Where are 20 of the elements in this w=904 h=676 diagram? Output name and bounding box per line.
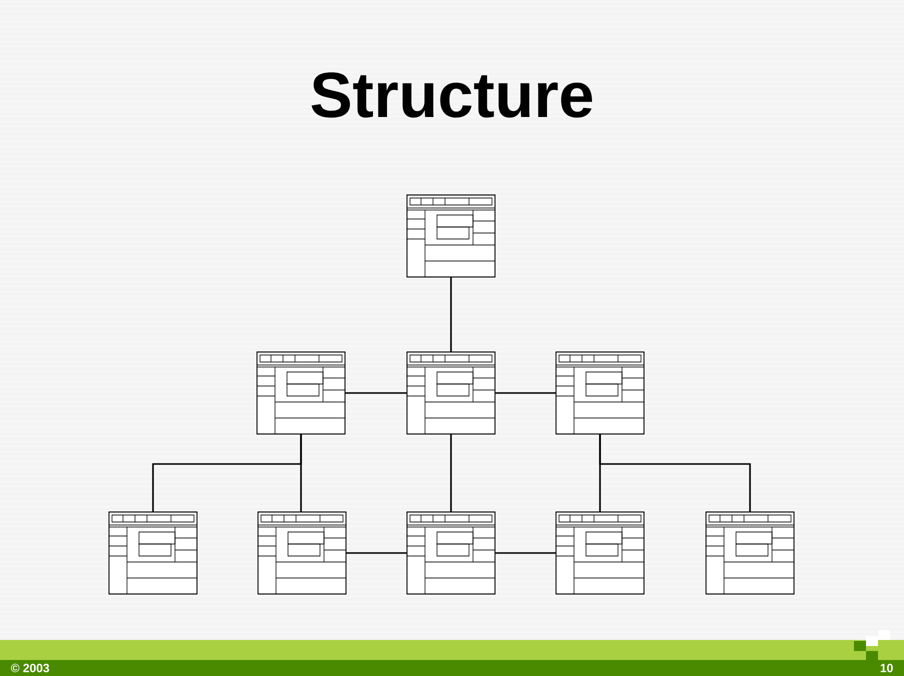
connector-line	[495, 392, 556, 394]
page-wireframe-drawing	[406, 512, 496, 594]
connector-line	[300, 434, 302, 512]
page-wireframe-drawing	[108, 512, 198, 594]
page-wireframe-drawing	[256, 352, 346, 434]
slide-title: Structure	[312, 72, 592, 118]
page-number: 10	[880, 664, 893, 672]
page-wireframe-drawing	[706, 512, 794, 594]
connector-line	[450, 277, 452, 352]
connector-line	[599, 434, 751, 512]
page-wireframe-drawing	[406, 194, 496, 278]
connector-line	[450, 434, 452, 512]
page-wireframe-drawing	[258, 512, 346, 594]
connector-line	[346, 552, 407, 554]
connector-line	[345, 392, 407, 394]
page-wireframe-drawing	[406, 352, 496, 434]
page-wireframe-drawing	[556, 352, 644, 434]
copyright-note: © 2003	[10, 664, 50, 672]
page-wireframe-drawing	[556, 512, 644, 594]
connector-line	[495, 552, 556, 554]
